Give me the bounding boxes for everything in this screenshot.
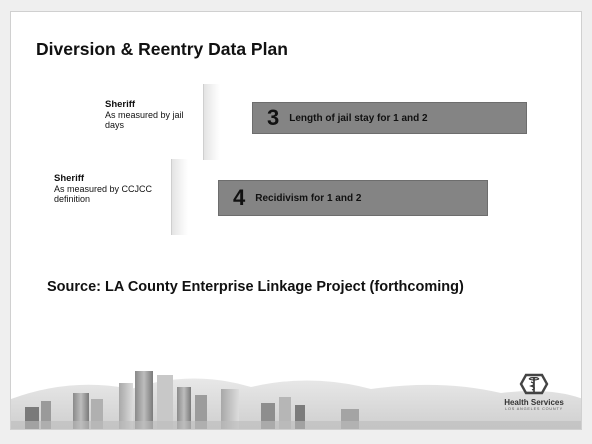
measure-number: 3 [267, 105, 280, 130]
tab-divider [203, 84, 220, 160]
city-skyline-image [11, 371, 581, 429]
measure-bar-recidivism: 4 Recidivism for 1 and 2 [218, 180, 488, 216]
measure-bar-length-of-stay: 3 Length of jail stay for 1 and 2 [252, 102, 527, 134]
source-note: Source: LA County Enterprise Linkage Pro… [47, 279, 464, 295]
logo-name: Health Services [504, 398, 564, 407]
row-label-subtitle: As measured by jail days [105, 110, 184, 130]
row-label-jail-days: Sheriff As measured by jail days [71, 99, 203, 131]
slide: Diversion & Reentry Data Plan Sheriff As… [10, 11, 582, 430]
row-label-title: Sheriff [105, 99, 136, 110]
logo-subtitle: LOS ANGELES COUNTY [505, 407, 563, 411]
slide-title: Diversion & Reentry Data Plan [36, 39, 288, 59]
row-label-title: Sheriff [54, 173, 85, 184]
row-label-ccjcc: Sheriff As measured by CCJCC definition [54, 173, 174, 205]
measure-text: Recidivism for 1 and 2 [255, 192, 362, 204]
row-label-subtitle: As measured by CCJCC definition [54, 184, 153, 204]
health-services-logo: Health Services LOS ANGELES COUNTY [501, 371, 567, 417]
measure-text: Length of jail stay for 1 and 2 [289, 112, 428, 124]
tab-divider [171, 159, 188, 235]
measure-number: 4 [233, 185, 246, 210]
caduceus-icon [519, 373, 549, 395]
